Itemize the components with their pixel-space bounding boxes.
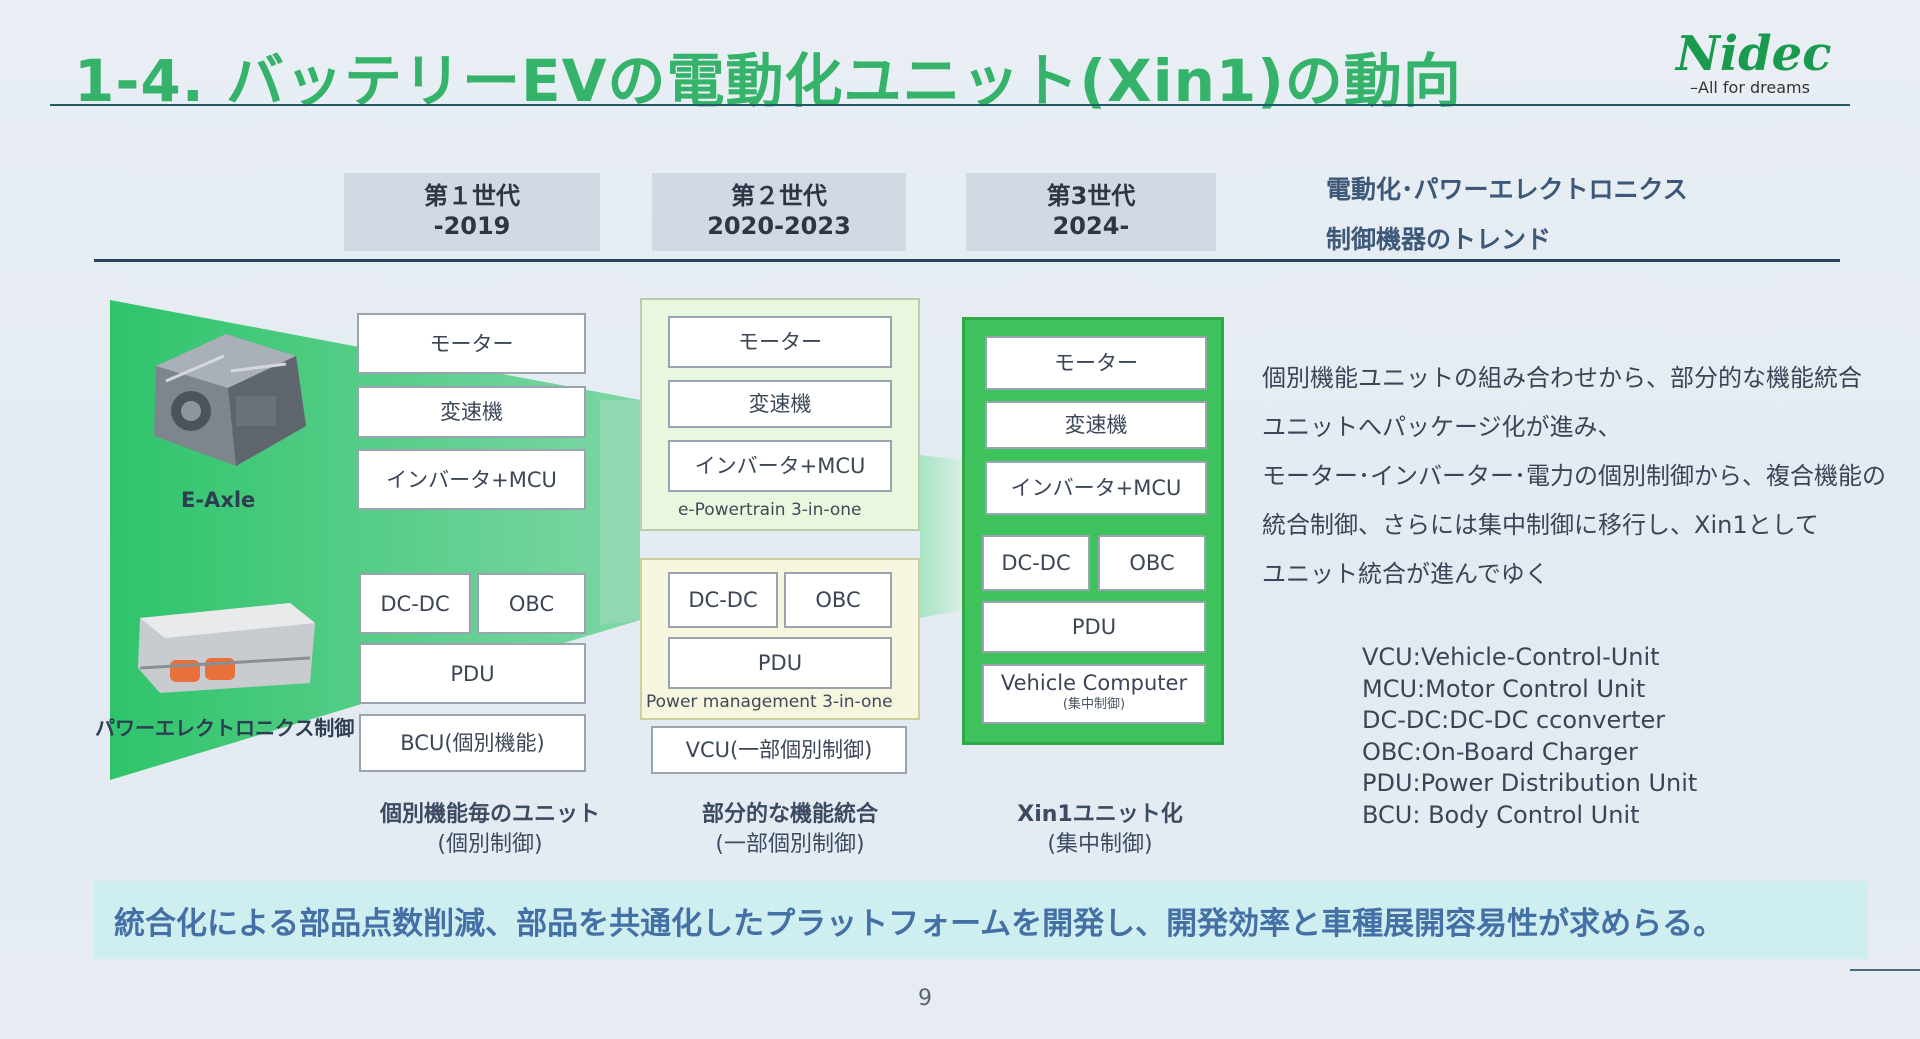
corner-rule bbox=[1850, 969, 1920, 971]
generation-1-name: 第１世代 bbox=[424, 182, 520, 210]
gen2-caption: 部分的な機能統合 (一部個別制御) bbox=[650, 800, 930, 860]
page-number: 9 bbox=[918, 986, 932, 1011]
gen3-vehicle-computer-label: Vehicle Computer bbox=[1000, 671, 1188, 695]
gen2-obc-box: OBC bbox=[784, 572, 892, 628]
gen3-inverter-box: インバータ+MCU bbox=[985, 461, 1207, 515]
summary-banner-text: 統合化による部品点数削減、部品を共通化したプラットフォームを開発し、開発効率と車… bbox=[114, 905, 1725, 942]
header-divider bbox=[94, 259, 1840, 262]
gen1-inverter-box: インバータ+MCU bbox=[357, 449, 586, 510]
trend-line-2: 制御機器のトレンド bbox=[1326, 225, 1552, 254]
gen3-dcdc-box: DC-DC bbox=[982, 535, 1090, 591]
trend-line-1: 電動化･パワーエレクトロニクス bbox=[1326, 175, 1688, 204]
generation-3-name: 第3世代 bbox=[1046, 182, 1136, 210]
summary-banner: 統合化による部品点数削減、部品を共通化したプラットフォームを開発し、開発効率と車… bbox=[94, 881, 1868, 959]
logo-tagline: –All for dreams bbox=[1690, 78, 1810, 97]
gen2-vcu-box: VCU(一部個別制御) bbox=[651, 726, 907, 774]
slide-title: 1-4. バッテリーEVの電動化ユニット(Xin1)の動向 bbox=[74, 47, 1462, 115]
gen1-motor-box: モーター bbox=[357, 313, 586, 374]
description-line: 統合制御、さらには集中制御に移行し、Xin1として bbox=[1262, 511, 1819, 539]
gen3-caption-sub: (集中制御) bbox=[1047, 832, 1153, 857]
gen2-pdu-box: PDU bbox=[668, 637, 892, 689]
gen2-dcdc-box: DC-DC bbox=[668, 572, 778, 628]
gen3-vehicle-computer-sub: (集中制御) bbox=[1062, 697, 1126, 712]
gen1-pdu-box: PDU bbox=[359, 643, 586, 704]
generation-1-years: -2019 bbox=[433, 212, 511, 240]
gen3-caption-title: Xin1ユニット化 bbox=[1017, 802, 1183, 827]
abbreviation-item: OBC:On-Board Charger bbox=[1362, 737, 1638, 766]
gen1-transmission-box: 変速機 bbox=[357, 386, 586, 438]
title-divider bbox=[50, 104, 1850, 106]
power-electronics-label: パワーエレクトロニクス制御 bbox=[95, 716, 355, 740]
generation-2-years: 2020-2023 bbox=[707, 212, 851, 240]
gen1-bcu-box: BCU(個別機能) bbox=[359, 714, 586, 772]
gen1-obc-box: OBC bbox=[477, 573, 586, 634]
description-line: ユニット統合が進んでゆく bbox=[1262, 560, 1549, 588]
gen1-caption-title: 個別機能毎のユニット bbox=[379, 802, 600, 827]
e-axle-image bbox=[154, 334, 306, 466]
abbreviation-item: DC-DC:DC-DC cconverter bbox=[1362, 706, 1666, 734]
gen3-motor-box: モーター bbox=[985, 336, 1207, 390]
trend-description: 個別機能ユニットの組み合わせから、部分的な機能統合 ユニットへパッケージ化が進み… bbox=[1262, 354, 1907, 599]
gen2-transmission-box: 変速機 bbox=[668, 380, 892, 428]
abbreviation-item: BCU: Body Control Unit bbox=[1362, 800, 1640, 829]
description-line: ユニットへパッケージ化が進み、 bbox=[1262, 413, 1622, 441]
power-electronics-image bbox=[138, 603, 315, 693]
gen2-powertrain-label: e-Powertrain 3-in-one bbox=[678, 500, 862, 520]
trend-heading: 電動化･パワーエレクトロニクス 制御機器のトレンド bbox=[1326, 165, 1688, 265]
gen2-motor-box: モーター bbox=[668, 316, 892, 368]
generation-2-header: 第２世代 2020-2023 bbox=[652, 173, 906, 251]
nidec-logo: Nidec –All for dreams bbox=[1676, 30, 1851, 97]
gen1-dcdc-box: DC-DC bbox=[359, 573, 471, 634]
e-axle-label: E-Axle bbox=[181, 488, 256, 512]
gen3-transmission-box: 変速機 bbox=[985, 401, 1207, 449]
description-line: 個別機能ユニットの組み合わせから、部分的な機能統合 bbox=[1262, 364, 1862, 392]
gen1-caption: 個別機能毎のユニット (個別制御) bbox=[350, 800, 630, 860]
gen3-obc-box: OBC bbox=[1098, 535, 1206, 591]
gen3-caption: Xin1ユニット化 (集中制御) bbox=[960, 800, 1240, 860]
abbreviation-item: PDU:Power Distribution Unit bbox=[1362, 769, 1698, 797]
gen2-caption-title: 部分的な機能統合 bbox=[701, 802, 878, 827]
gen3-pdu-box: PDU bbox=[982, 601, 1206, 653]
generation-3-years: 2024- bbox=[1052, 212, 1130, 240]
generation-2-name: 第２世代 bbox=[731, 182, 827, 210]
abbreviation-item: VCU:Vehicle-Control-Unit bbox=[1362, 643, 1660, 671]
generation-3-header: 第3世代 2024- bbox=[966, 173, 1216, 251]
gen1-caption-sub: (個別制御) bbox=[437, 832, 543, 857]
abbreviation-list: VCU:Vehicle-Control-Unit MCU:Motor Contr… bbox=[1362, 642, 1697, 831]
gen2-caption-sub: (一部個別制御) bbox=[715, 832, 865, 857]
abbreviation-item: MCU:Motor Control Unit bbox=[1362, 674, 1646, 703]
gen2-power-management-label: Power management 3-in-one bbox=[646, 692, 893, 712]
gen3-vehicle-computer-box: Vehicle Computer (集中制御) bbox=[982, 664, 1206, 724]
generation-1-header: 第１世代 -2019 bbox=[344, 173, 600, 251]
logo-wordmark: Nidec bbox=[1676, 26, 1832, 82]
description-line: モーター･インバーター･電力の個別制御から、複合機能の bbox=[1262, 462, 1886, 490]
gen2-inverter-box: インバータ+MCU bbox=[668, 440, 892, 492]
